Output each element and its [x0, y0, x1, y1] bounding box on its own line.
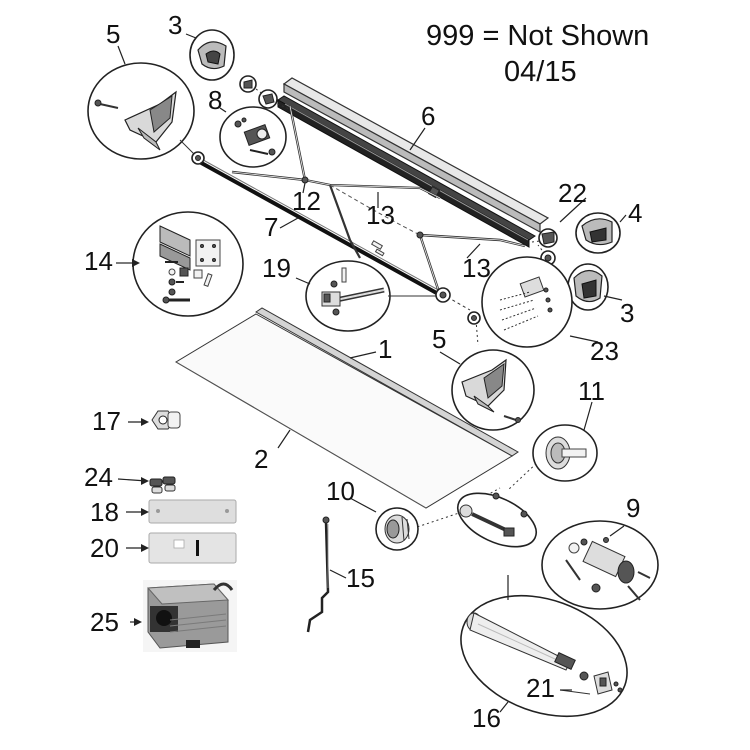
bubble-tube-detail	[457, 492, 537, 548]
callout-19: 19	[262, 253, 291, 283]
callout-24: 24	[84, 462, 113, 492]
bubble-8	[219, 106, 287, 168]
callout-5-top: 5	[106, 19, 120, 49]
callout-20: 20	[90, 533, 119, 563]
callout-21: 21	[526, 673, 555, 703]
bubble-10	[375, 507, 419, 551]
callout-13-upper: 13	[366, 200, 395, 230]
bubble-3-right	[567, 263, 609, 311]
hex-nut-part	[151, 410, 181, 430]
bubble-19	[305, 260, 451, 332]
callout-25: 25	[90, 607, 119, 637]
callout-17: 17	[92, 406, 121, 436]
not-shown-note: 999 = Not Shown	[426, 20, 650, 52]
callout-2: 2	[254, 444, 268, 474]
plate-20	[148, 532, 237, 564]
callout-10: 10	[326, 476, 355, 506]
callout-3-right: 3	[620, 298, 634, 328]
plate-18	[148, 499, 237, 524]
callout-16: 16	[472, 703, 501, 733]
callout-22: 22	[558, 178, 587, 208]
bubble-3-top	[189, 29, 235, 81]
crank-handle	[306, 516, 330, 633]
arrowheads	[132, 259, 149, 626]
arm-assemblies	[231, 105, 526, 296]
callout-23: 23	[590, 336, 619, 366]
clips-part	[149, 476, 176, 494]
callout-18: 18	[90, 497, 119, 527]
control-box-photo	[143, 580, 237, 652]
callout-6: 6	[421, 101, 435, 131]
bubble-5-bottom	[451, 311, 535, 431]
callout-15: 15	[346, 563, 375, 593]
bubble-16	[460, 594, 628, 718]
bubble-9	[541, 520, 659, 610]
bubble-4	[575, 212, 621, 254]
callout-11: 11	[578, 376, 605, 406]
leader-lines	[116, 33, 627, 713]
callout-numbers: 5 3 8 6 12 7 13 13 22 4 3 23 14 19 1 5 1…	[84, 10, 642, 733]
callout-12: 12	[292, 186, 321, 216]
callout-1: 1	[378, 334, 392, 364]
revision-date: 04/15	[504, 56, 577, 88]
small-parts-top	[239, 75, 278, 109]
callout-3-top: 3	[168, 10, 182, 40]
callout-9: 9	[626, 493, 640, 523]
callout-8: 8	[208, 85, 222, 115]
bubble-23	[481, 256, 573, 348]
callout-13-lower: 13	[462, 253, 491, 283]
bubble-11	[532, 424, 598, 482]
awning-fabric	[175, 307, 519, 509]
bubble-14	[132, 211, 244, 317]
callout-4: 4	[628, 198, 642, 228]
bubble-5-top	[87, 62, 205, 165]
callout-14: 14	[84, 246, 113, 276]
callout-7: 7	[264, 212, 278, 242]
callout-5-bottom: 5	[432, 324, 446, 354]
roller-tube	[195, 155, 471, 311]
awning-rail	[277, 77, 550, 248]
